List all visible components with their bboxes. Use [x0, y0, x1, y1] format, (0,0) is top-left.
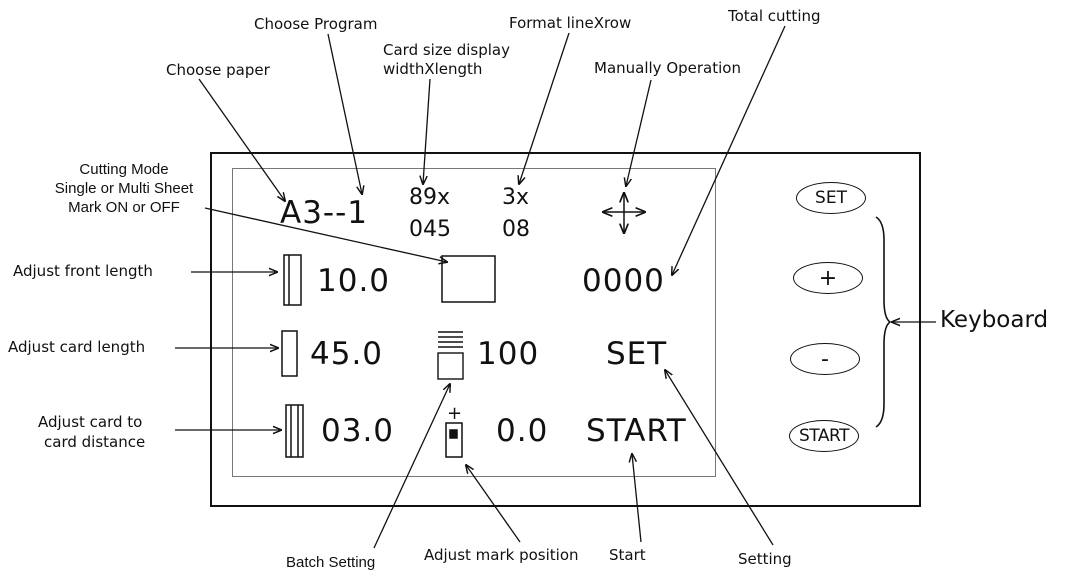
- callout-format: Format lineXrow: [509, 14, 632, 32]
- batch-stack-icon: [437, 331, 464, 380]
- card-width-readout: 89x: [409, 185, 451, 210]
- distance-value-readout: 03.0: [321, 413, 395, 449]
- callout-card-size-line2: widthXlength: [383, 60, 483, 78]
- plus-key[interactable]: +: [793, 262, 863, 294]
- start-screen-label: START: [586, 413, 687, 449]
- arrow-choose-paper: [198, 78, 285, 201]
- distance-icon: [285, 404, 304, 458]
- arrow-choose-program: [327, 33, 362, 194]
- callout-manually-operation: Manually Operation: [594, 59, 741, 77]
- set-screen-label: SET: [606, 336, 668, 372]
- mark-plus-symbol: +: [447, 403, 463, 424]
- callout-adjust-distance-line1: Adjust card to: [38, 413, 143, 431]
- control-panel-frame: [210, 152, 921, 507]
- callout-adjust-card-length: Adjust card length: [8, 338, 146, 356]
- callout-choose-paper: Choose paper: [166, 61, 270, 79]
- mark-value-readout: 0.0: [496, 413, 549, 449]
- card-length-value-readout: 45.0: [310, 336, 384, 372]
- callout-cutting-mode-line3: Mark ON or OFF: [68, 199, 180, 216]
- format-row-readout: 08: [502, 217, 530, 242]
- callout-card-size-line1: Card size display: [383, 41, 510, 59]
- arrow-total-cutting: [672, 25, 786, 275]
- arrow-manually: [626, 79, 652, 186]
- arrow-mark-position: [466, 465, 521, 543]
- paper-program-readout: A3--1: [280, 195, 369, 231]
- card-length-readout: 045: [409, 217, 451, 242]
- arrow-format: [519, 32, 570, 184]
- callout-adjust-distance-line2: card distance: [44, 433, 146, 451]
- callout-batch-setting: Batch Setting: [286, 554, 376, 571]
- keyboard-brace: [875, 216, 892, 428]
- arrow-cutting-mode: [204, 207, 447, 262]
- mark-position-icon: [445, 422, 463, 458]
- front-length-icon: [283, 254, 302, 306]
- arrow-setting: [665, 370, 774, 546]
- callout-choose-program: Choose Program: [254, 15, 378, 33]
- callout-keyboard: Keyboard: [940, 307, 1049, 333]
- front-length-readout: 10.0: [317, 263, 391, 299]
- callout-total-cutting: Total cutting: [728, 7, 821, 25]
- arrow-batch-setting: [373, 384, 450, 549]
- cutting-mode-box-icon: [441, 255, 496, 303]
- callout-cutting-mode-line2: Single or Multi Sheet: [54, 180, 194, 197]
- callout-adjust-mark-position: Adjust mark position: [424, 546, 579, 564]
- leader-lines: [175, 25, 936, 549]
- arrow-start: [632, 454, 642, 543]
- callout-start: Start: [609, 546, 646, 564]
- batch-value-readout: 100: [477, 336, 540, 372]
- callout-adjust-front-length: Adjust front length: [13, 262, 153, 280]
- card-length-icon: [281, 330, 298, 377]
- manual-move-icon: [603, 193, 645, 233]
- minus-key[interactable]: -: [790, 343, 860, 375]
- total-cutting-readout: 0000: [582, 263, 665, 299]
- callout-setting: Setting: [738, 550, 792, 568]
- set-key[interactable]: SET: [796, 182, 866, 214]
- arrow-card-size: [423, 78, 431, 184]
- start-key[interactable]: START: [789, 420, 859, 452]
- callout-cutting-mode-line1: Cutting Mode: [79, 161, 169, 178]
- format-line-readout: 3x: [502, 185, 530, 210]
